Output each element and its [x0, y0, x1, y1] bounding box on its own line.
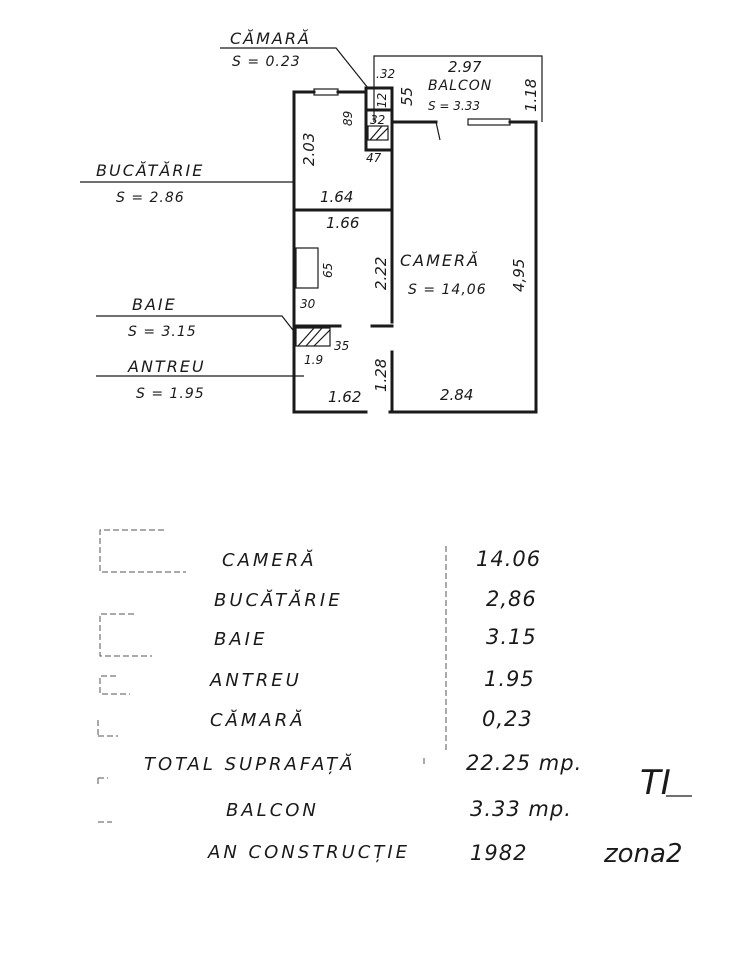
table-row-label: BAIE [214, 629, 267, 650]
dim-label: 32 [370, 113, 385, 127]
dim-label: 12 [375, 93, 389, 108]
dim-label: 1.66 [326, 214, 359, 232]
table-row-label: CĂMARĂ [210, 709, 306, 731]
table-row-label: CAMERĂ [222, 549, 317, 571]
dim-label: 47 [366, 151, 382, 165]
dim-label: 65 [321, 263, 335, 278]
table-row: BUCĂTĂRIE 2,86 [214, 587, 537, 611]
dim-label: 4,95 [510, 259, 528, 292]
table-row: ANTREU 1.95 [209, 667, 535, 691]
dim-label: 55 [398, 87, 416, 106]
dimension-labels: .32 2.97 1.18 12 55 89 32 47 2.03 1.64 1… [300, 58, 540, 406]
table-row: AN CONSTRUCȚIE 1982 [207, 841, 527, 865]
table-row-label: BALCON [226, 800, 319, 821]
dim-label: 30 [300, 297, 316, 311]
label-balcon: BALCON [428, 78, 492, 94]
label-baie: BAIE [132, 295, 177, 314]
table-row: CĂMARĂ 0,23 [210, 707, 533, 731]
table-row-value: 1.95 [484, 667, 535, 691]
dim-label: 1.18 [522, 79, 540, 112]
leader-lines [80, 47, 369, 377]
dim-label: 1.9 [304, 353, 323, 367]
dim-label: 2.22 [372, 257, 390, 290]
label-camera: CAMERĂ [400, 251, 480, 270]
table-row-value: 3.33 mp. [470, 797, 572, 821]
label-bucatarie: BUCĂTĂRIE [96, 161, 204, 180]
area-table: CAMERĂ 14.06 BUCĂTĂRIE 2,86 BAIE 3.15 AN… [97, 529, 582, 865]
area-camera: S = 14,06 [408, 282, 487, 298]
dim-label: 2.03 [300, 133, 318, 166]
table-row: BAIE 3.15 [214, 625, 537, 650]
dim-label: 2.97 [448, 58, 482, 76]
dim-label: 1.62 [328, 388, 361, 406]
table-row: CAMERĂ 14.06 [222, 547, 541, 571]
dim-label: 35 [334, 339, 349, 353]
type-mark: TI [640, 763, 671, 803]
table-row-value: 14.06 [476, 547, 541, 571]
area-balcon: S = 3.33 [428, 99, 480, 113]
dim-label: 89 [341, 111, 355, 126]
handwritten-marks: TI zona2 [603, 763, 692, 869]
table-row-label: ANTREU [209, 670, 302, 691]
table-bracket-marks [97, 529, 447, 823]
table-row-value: 3.15 [486, 625, 537, 649]
dim-label: 1.64 [320, 188, 353, 206]
table-row-value: 22.25 mp. [466, 751, 582, 775]
table-row-value: 0,23 [482, 707, 533, 731]
table-row: TOTAL SUPRAFAȚĂ 22.25 mp. [144, 751, 582, 775]
room-labels: CĂMARĂ S = 0.23 BUCĂTĂRIE S = 2.86 BAIE … [96, 29, 492, 402]
area-camara: S = 0.23 [232, 54, 301, 70]
label-camara: CĂMARĂ [230, 29, 311, 48]
table-row-value: 2,86 [486, 587, 537, 611]
dim-label: 2.84 [440, 386, 473, 404]
area-baie: S = 3.15 [128, 324, 197, 340]
dim-label: .32 [376, 67, 395, 81]
zone-mark: zona2 [603, 839, 683, 869]
dim-label: 1.28 [372, 359, 390, 392]
table-row-label: TOTAL SUPRAFAȚĂ [144, 753, 355, 775]
table-row-value: 1982 [470, 841, 527, 865]
label-antreu: ANTREU [127, 357, 206, 376]
table-row-label: AN CONSTRUCȚIE [207, 842, 410, 863]
area-antreu: S = 1.95 [136, 386, 205, 402]
table-row: BALCON 3.33 mp. [226, 797, 572, 821]
table-row-label: BUCĂTĂRIE [214, 589, 343, 611]
area-bucatarie: S = 2.86 [116, 190, 185, 206]
plan-walls [292, 55, 543, 414]
